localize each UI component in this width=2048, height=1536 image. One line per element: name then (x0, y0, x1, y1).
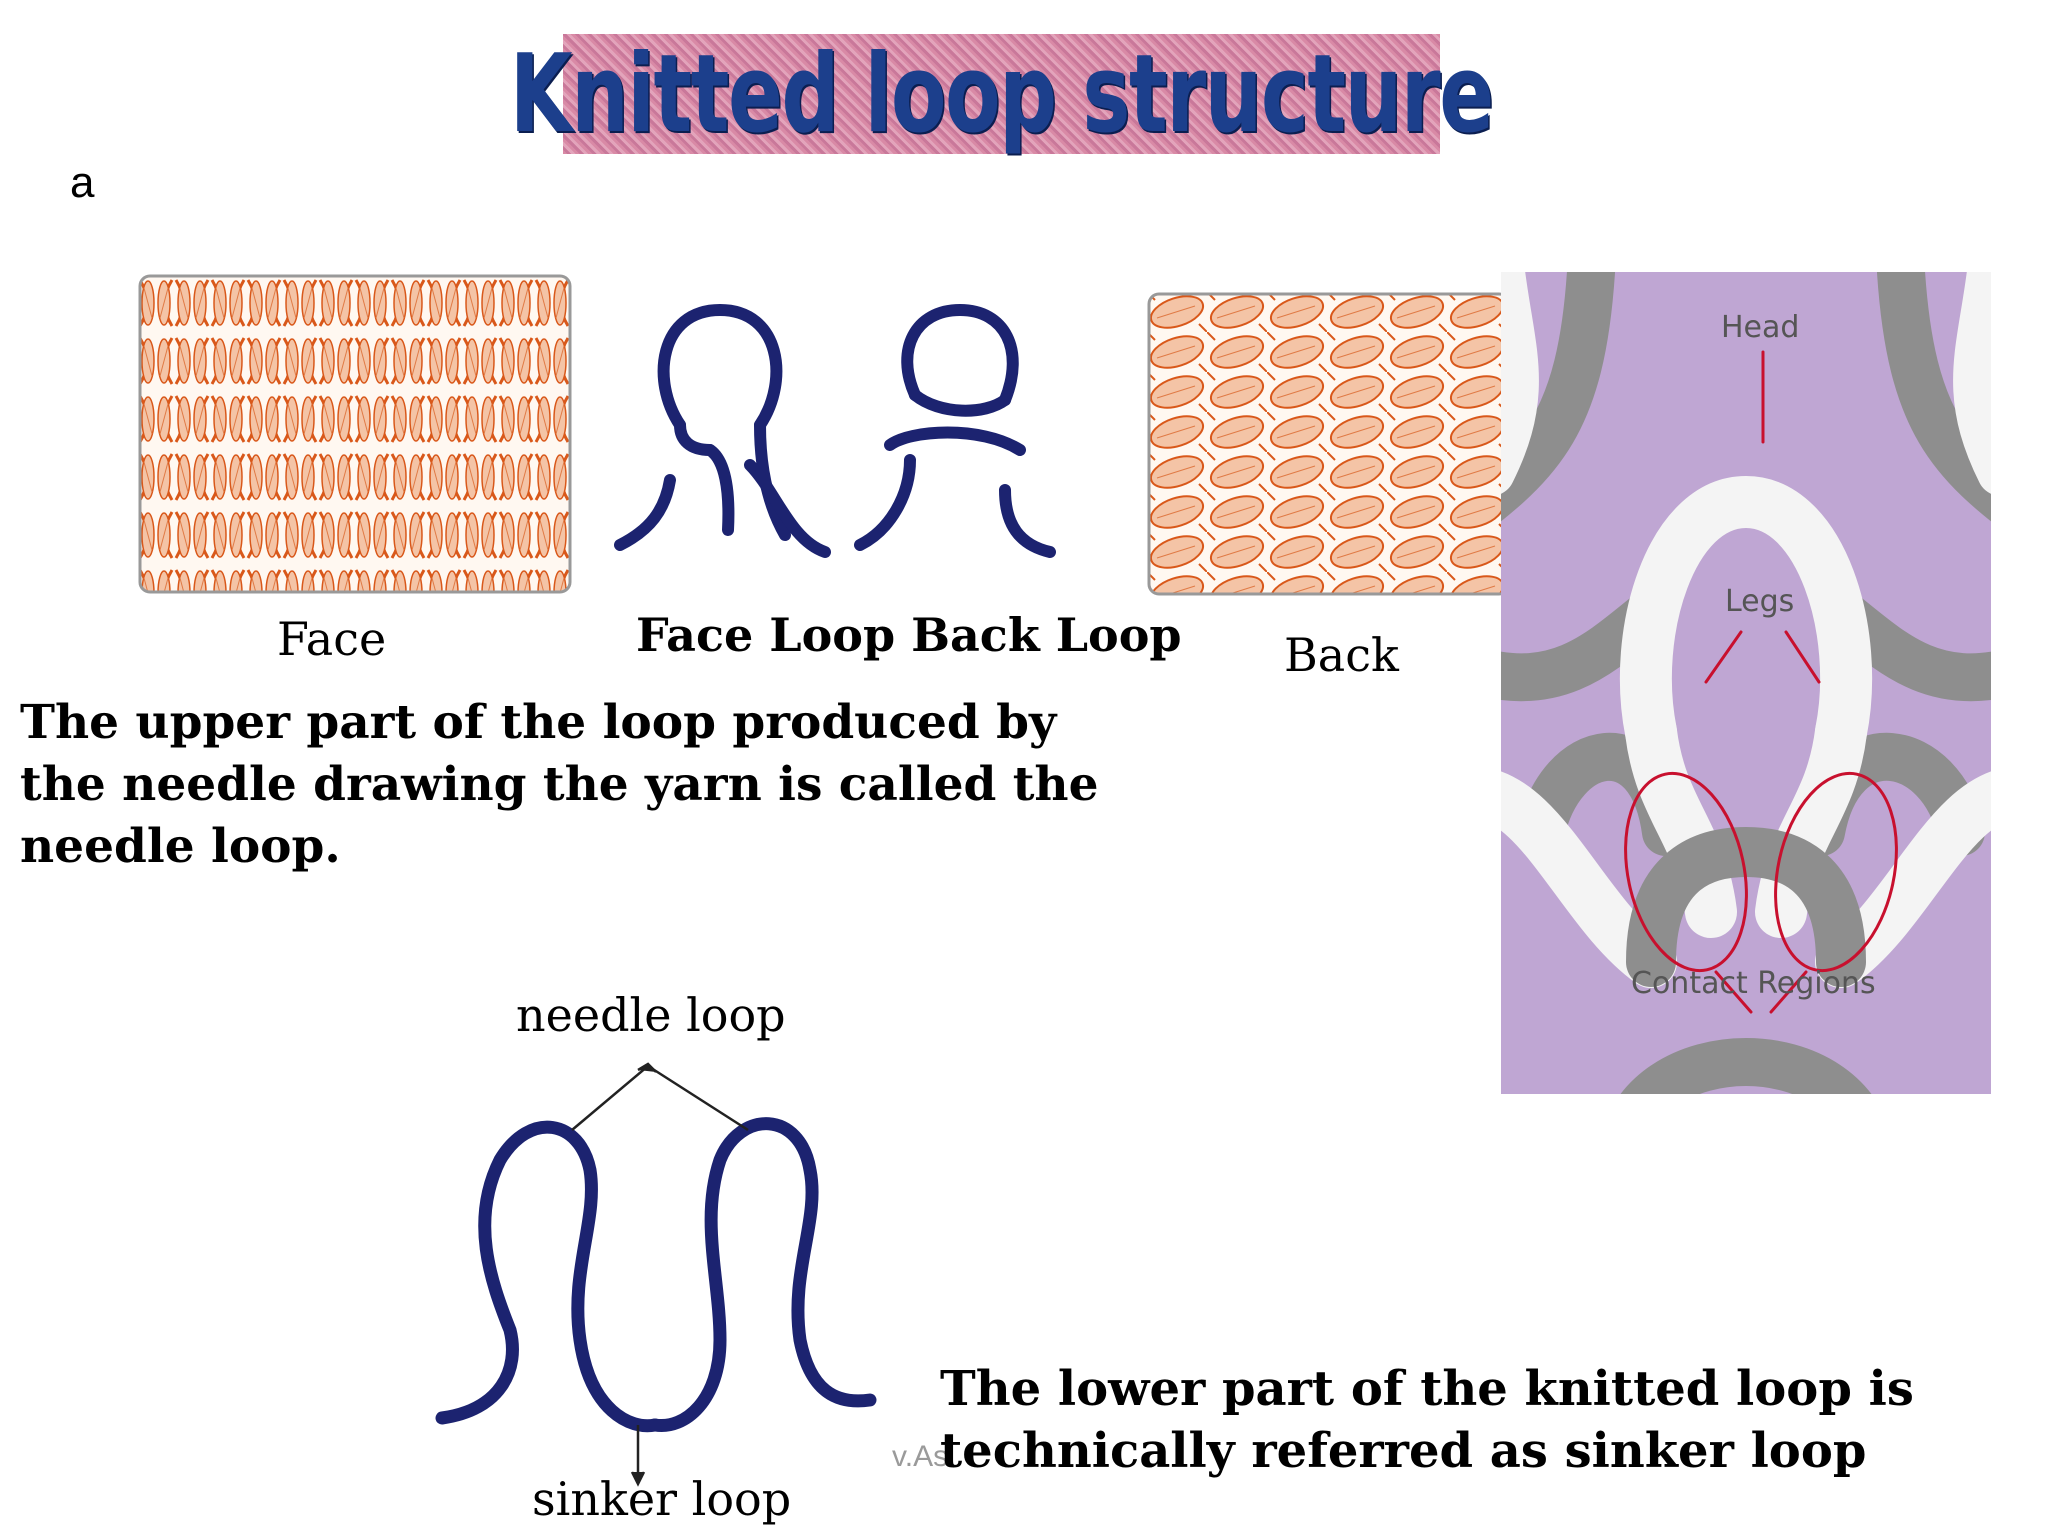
legs-label: Legs (1725, 584, 1795, 619)
head-label: Head (1721, 310, 1800, 345)
title-banner: Knitted loop structure (510, 32, 1494, 157)
face-label: Face (277, 612, 387, 666)
needle-loop-paragraph: The upper part of the loop produced by t… (20, 695, 1099, 874)
sinker-loop-label: sinker loop (532, 1472, 792, 1526)
back-loop-path (901, 303, 1019, 406)
slide-title: Knitted loop structure (510, 31, 1494, 157)
loops-label: Face Loop Back Loop (636, 608, 1182, 662)
needle-sinker-loop-drawing (435, 1062, 877, 1487)
back-fabric-swatch (1147, 292, 1511, 596)
face-back-loop-drawing (614, 303, 1056, 558)
contact-regions-label: Contact Regions (1631, 966, 1876, 1001)
back-label: Back (1284, 628, 1399, 682)
watermark: v.As (892, 1440, 949, 1473)
sinker-loop-paragraph: The lower part of the knitted loop is te… (940, 1361, 1914, 1479)
face-loop-path (657, 303, 783, 431)
needle-loop-label: needle loop (516, 988, 786, 1042)
slide-marker: a (70, 158, 95, 207)
face-fabric-swatch (138, 274, 572, 594)
loop-anatomy-diagram: Head Legs Contact Regions (1501, 272, 1991, 1094)
